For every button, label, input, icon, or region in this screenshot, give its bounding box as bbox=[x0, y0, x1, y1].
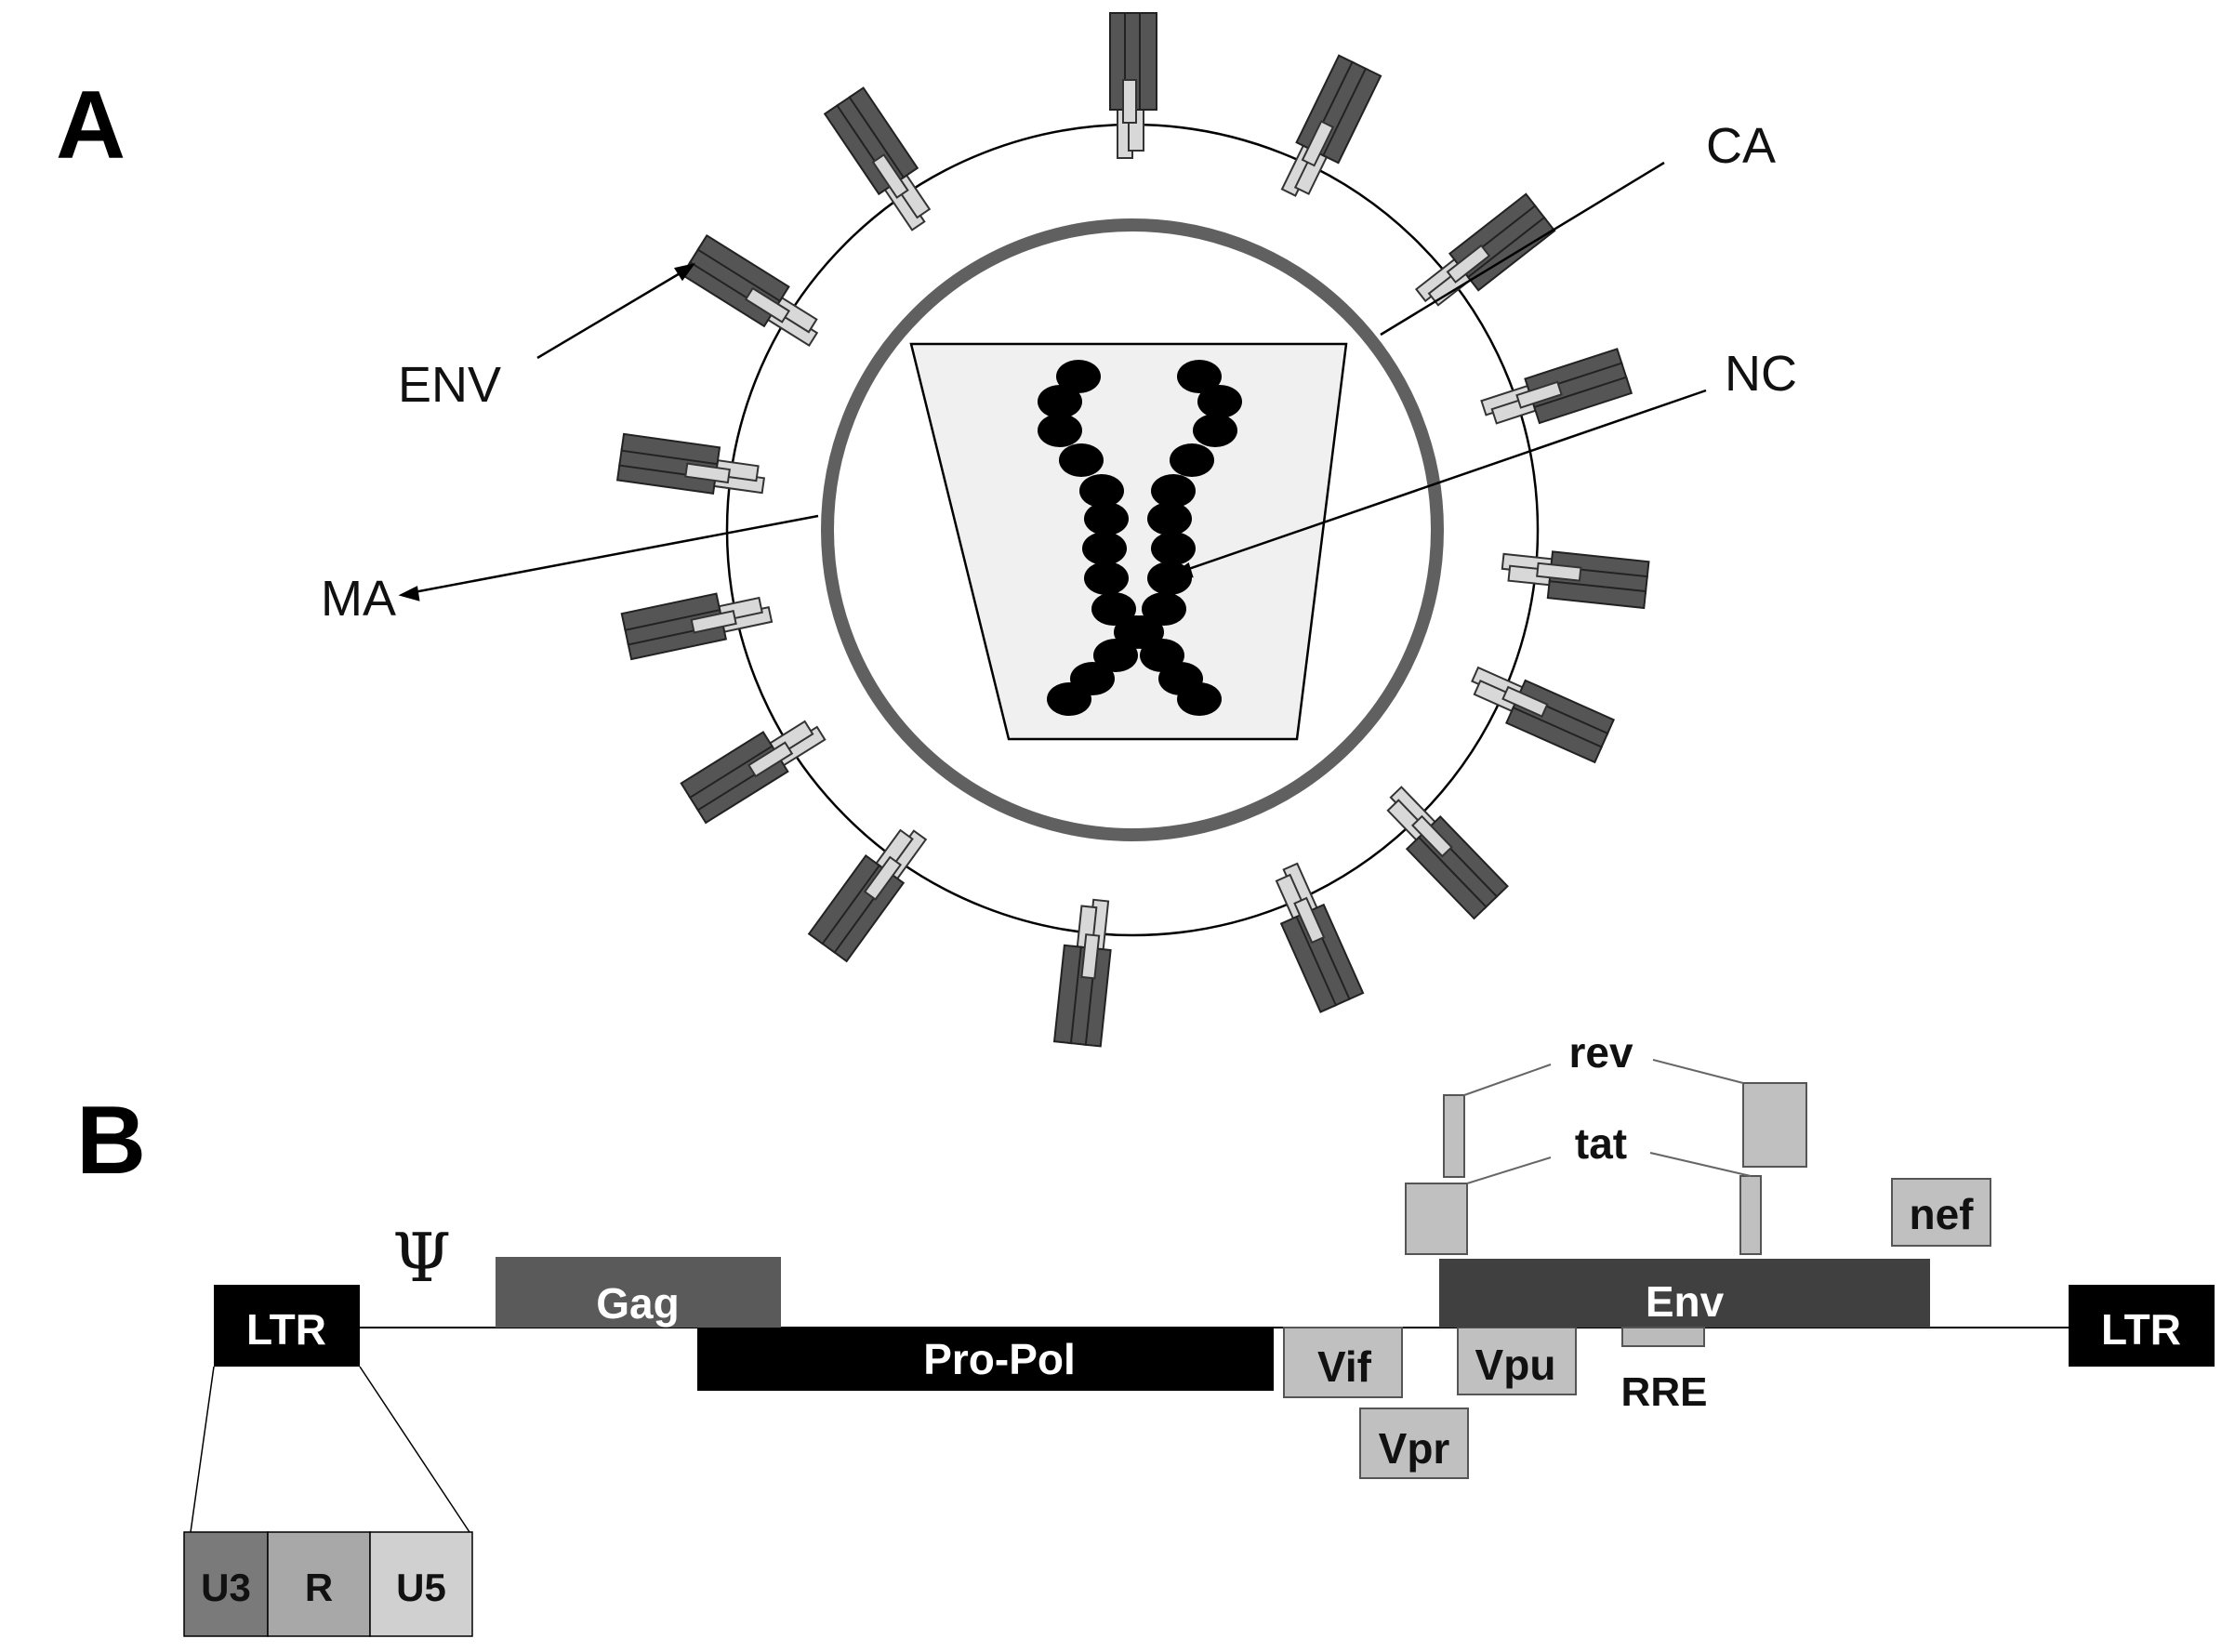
env-glycoprotein-spike-icon bbox=[1501, 550, 1650, 610]
tat-label: tat bbox=[1575, 1119, 1627, 1168]
vpu-label: Vpu bbox=[1475, 1341, 1556, 1389]
env-spikes bbox=[615, 12, 1650, 1048]
panel-a: A ENV CA NC MA bbox=[56, 12, 1797, 1048]
rna-bead-strand-icon bbox=[1038, 360, 1242, 716]
rna-bead bbox=[1151, 474, 1196, 508]
rev-exon-1 bbox=[1443, 1094, 1465, 1178]
env-gene bbox=[1439, 1259, 1930, 1328]
tat-exon-2 bbox=[1739, 1175, 1762, 1255]
rna-bead bbox=[1047, 682, 1091, 716]
rna-bead bbox=[1084, 502, 1129, 535]
u3-segment bbox=[183, 1531, 269, 1637]
env-glycoprotein-spike-icon bbox=[681, 233, 819, 347]
tat-exon-1 bbox=[1405, 1183, 1468, 1255]
ma-label: MA bbox=[321, 571, 396, 627]
env-glycoprotein-spike-icon bbox=[823, 86, 932, 231]
rna-bead bbox=[1170, 443, 1214, 477]
u5-label: U5 bbox=[396, 1566, 446, 1609]
splice-connector-lines bbox=[1463, 1059, 1752, 1184]
rna-bead bbox=[1177, 682, 1222, 716]
panel-b-letter: B bbox=[76, 1087, 146, 1195]
env-glycoprotein-spike-icon bbox=[1414, 192, 1556, 307]
rre-element bbox=[1621, 1327, 1705, 1347]
rna-bead bbox=[1059, 443, 1104, 477]
rna-bead bbox=[1038, 414, 1082, 447]
pro-pol-label: Pro-Pol bbox=[923, 1335, 1076, 1383]
env-glycoprotein-spike-icon bbox=[1109, 12, 1157, 159]
rna-bead bbox=[1193, 414, 1237, 447]
matrix-ring bbox=[821, 218, 1444, 841]
rna-bead bbox=[1147, 502, 1192, 535]
panel-a-leader-lines bbox=[398, 161, 1707, 601]
vpr-label: Vpr bbox=[1379, 1424, 1450, 1473]
panel-a-letter: A bbox=[56, 72, 126, 179]
vpr-gene bbox=[1359, 1408, 1469, 1479]
ca-label: CA bbox=[1706, 118, 1776, 174]
env-glycoprotein-spike-icon bbox=[1280, 54, 1382, 197]
rev-label: rev bbox=[1568, 1028, 1633, 1077]
env-gene-label: Env bbox=[1646, 1277, 1725, 1326]
r-segment bbox=[267, 1531, 371, 1637]
env-glycoprotein-spike-icon bbox=[680, 720, 827, 825]
env-label: ENV bbox=[398, 357, 501, 413]
env-glycoprotein-spike-icon bbox=[1471, 666, 1616, 764]
rna-bead bbox=[1091, 592, 1136, 626]
vif-label: Vif bbox=[1317, 1342, 1372, 1391]
nef-gene bbox=[1891, 1178, 1991, 1247]
env-glycoprotein-spike-icon bbox=[1386, 786, 1509, 920]
ltr-expand-line-left bbox=[190, 1366, 215, 1533]
u5-segment bbox=[369, 1531, 473, 1637]
gag-gene bbox=[496, 1257, 781, 1328]
env-glycoprotein-spike-icon bbox=[620, 592, 774, 661]
env-glycoprotein-spike-icon bbox=[1052, 898, 1112, 1048]
gag-label: Gag bbox=[596, 1279, 679, 1328]
env-glycoprotein-spike-icon bbox=[615, 432, 766, 495]
psi-packaging-signal: Ψ bbox=[392, 1219, 451, 1297]
rna-bead bbox=[1038, 385, 1082, 418]
u3-label: U3 bbox=[201, 1566, 251, 1609]
ltr-right bbox=[2069, 1285, 2215, 1367]
env-glycoprotein-spike-icon bbox=[1275, 862, 1365, 1013]
ltr-left bbox=[214, 1285, 360, 1367]
vif-gene bbox=[1283, 1327, 1403, 1398]
nc-label: NC bbox=[1725, 346, 1797, 402]
rev-exon-2 bbox=[1742, 1082, 1807, 1168]
rna-bead bbox=[1142, 592, 1186, 626]
nef-label: nef bbox=[1910, 1190, 1975, 1238]
env-glycoprotein-spike-icon bbox=[1480, 348, 1633, 425]
panel-b: B Ψ LTR LTR U3 R U5 Gag Pro-Pol Vif Vpr bbox=[76, 1028, 2215, 1637]
pro-pol-gene bbox=[697, 1328, 1274, 1391]
rna-bead bbox=[1197, 385, 1242, 418]
rna-bead bbox=[1177, 360, 1222, 393]
r-label: R bbox=[305, 1566, 333, 1609]
rre-label: RRE bbox=[1621, 1369, 1708, 1415]
rna-bead bbox=[1093, 639, 1138, 672]
rna-bead bbox=[1079, 474, 1124, 508]
rna-bead bbox=[1082, 532, 1127, 565]
rna-bead bbox=[1151, 532, 1196, 565]
rna-bead bbox=[1056, 360, 1101, 393]
capsid-core bbox=[909, 342, 1348, 741]
rna-bead bbox=[1084, 562, 1129, 595]
ltr-left-label: LTR bbox=[246, 1305, 326, 1354]
ltr-expand-line-right bbox=[359, 1366, 470, 1533]
vpu-gene bbox=[1457, 1327, 1577, 1395]
ltr-right-label: LTR bbox=[2101, 1305, 2181, 1354]
env-glycoprotein-spike-icon bbox=[807, 828, 928, 963]
